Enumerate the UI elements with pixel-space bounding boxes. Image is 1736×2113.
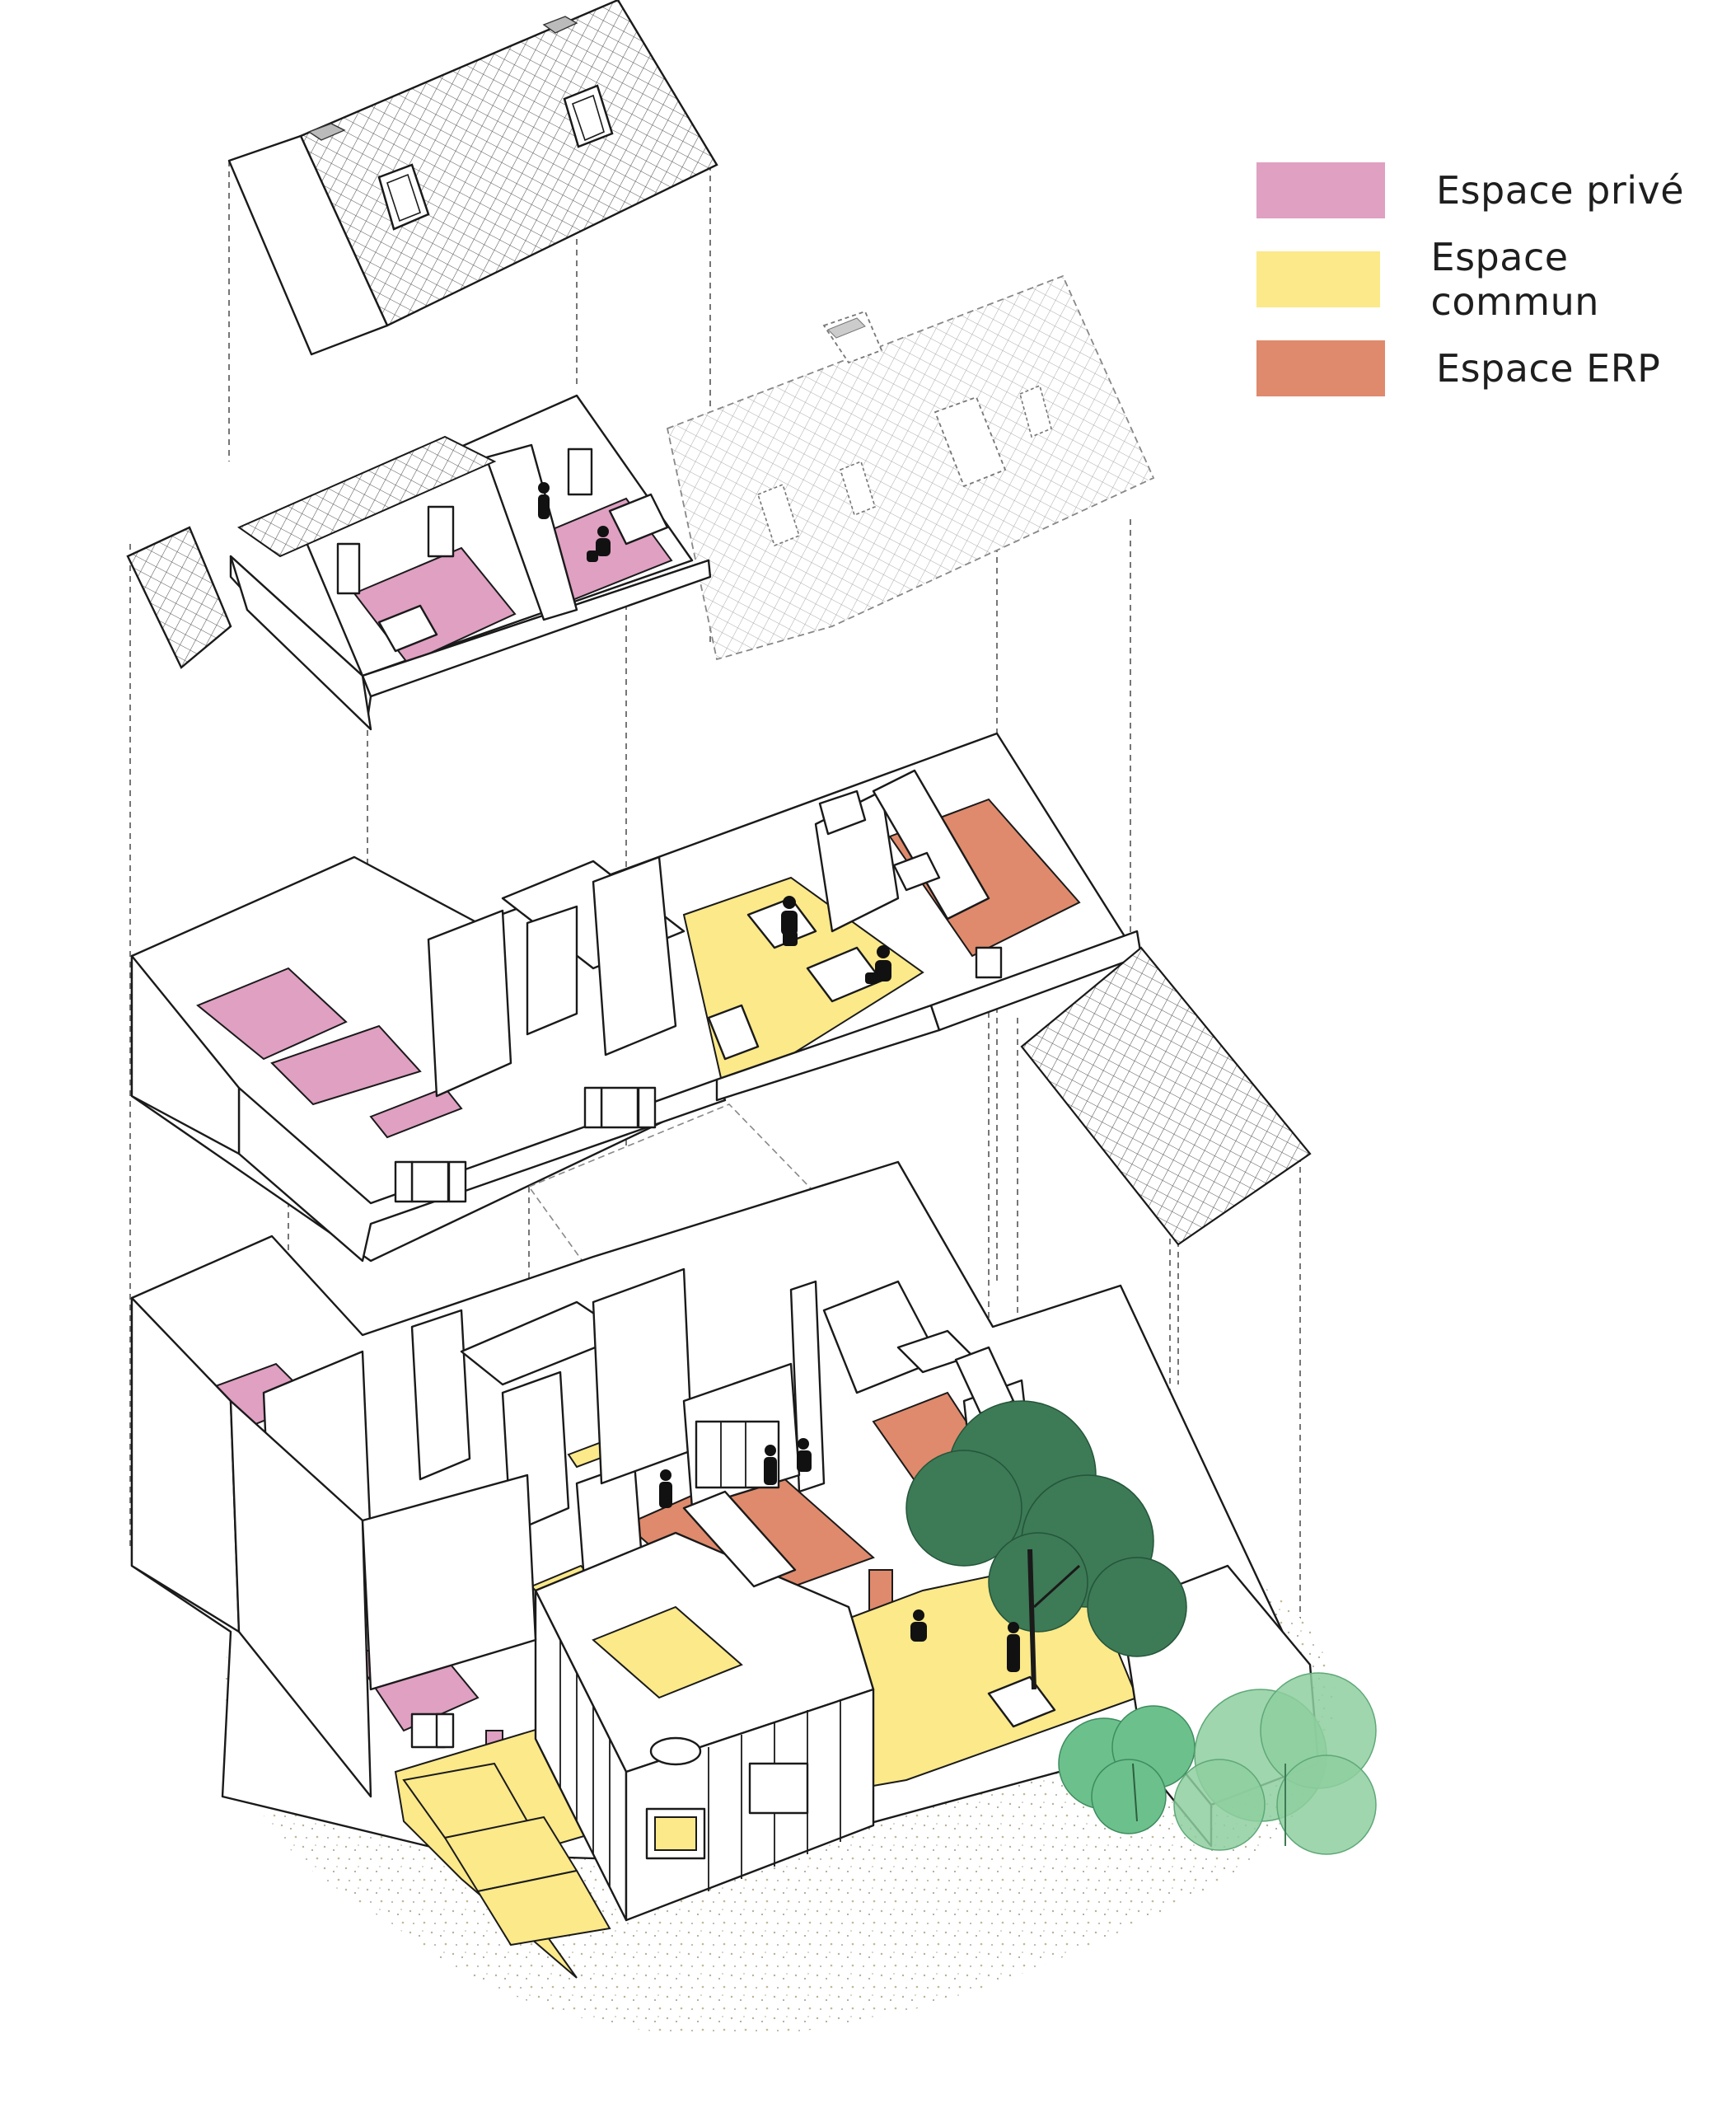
annex-roof xyxy=(1020,946,1312,1246)
legend-label-erp: Espace ERP xyxy=(1436,346,1661,391)
first-floor-private-left xyxy=(196,967,348,1061)
first-floor-private-corridor xyxy=(270,1024,422,1106)
person-figure xyxy=(865,945,891,984)
person-figure xyxy=(910,1609,927,1642)
legend-item-commun: Espace commun xyxy=(1256,235,1736,324)
tree-large xyxy=(905,1400,1187,1690)
window-shutters xyxy=(394,946,1003,1203)
legend-label-commun: Espace commun xyxy=(1430,235,1599,324)
annex-common-room xyxy=(592,1605,743,1699)
person-figure xyxy=(781,896,798,946)
person-figure xyxy=(659,1469,672,1508)
attic-level xyxy=(126,394,712,731)
outdoor-table xyxy=(987,1675,1056,1728)
person-figure xyxy=(587,526,611,562)
person-figure xyxy=(1007,1622,1020,1672)
person-figure xyxy=(797,1438,812,1472)
right-roof-ghost xyxy=(666,274,1155,661)
legend-item-prive: Espace privé xyxy=(1256,161,1736,220)
first-floor xyxy=(130,732,1143,1263)
dining-table xyxy=(682,1490,797,1588)
deck-step-3 xyxy=(476,1869,611,1947)
round-table xyxy=(649,1736,702,1766)
tree-light-right xyxy=(1173,1672,1377,1855)
legend-swatch-erp xyxy=(1256,340,1385,396)
legend-swatch-commun xyxy=(1256,251,1380,307)
upper-roof xyxy=(227,0,718,356)
tree-light-left xyxy=(1058,1705,1196,1834)
annex-window xyxy=(654,1816,697,1851)
person-figure xyxy=(764,1445,777,1485)
first-floor-private-bath xyxy=(369,1086,463,1139)
legend: Espace privé Espace commun Espace ERP xyxy=(1256,161,1736,428)
legend-swatch-prive xyxy=(1256,162,1385,218)
legend-label-prive: Espace privé xyxy=(1436,168,1685,213)
person-figure xyxy=(538,482,550,519)
annex-cladding xyxy=(559,1640,841,1891)
legend-item-erp: Espace ERP xyxy=(1256,339,1736,398)
